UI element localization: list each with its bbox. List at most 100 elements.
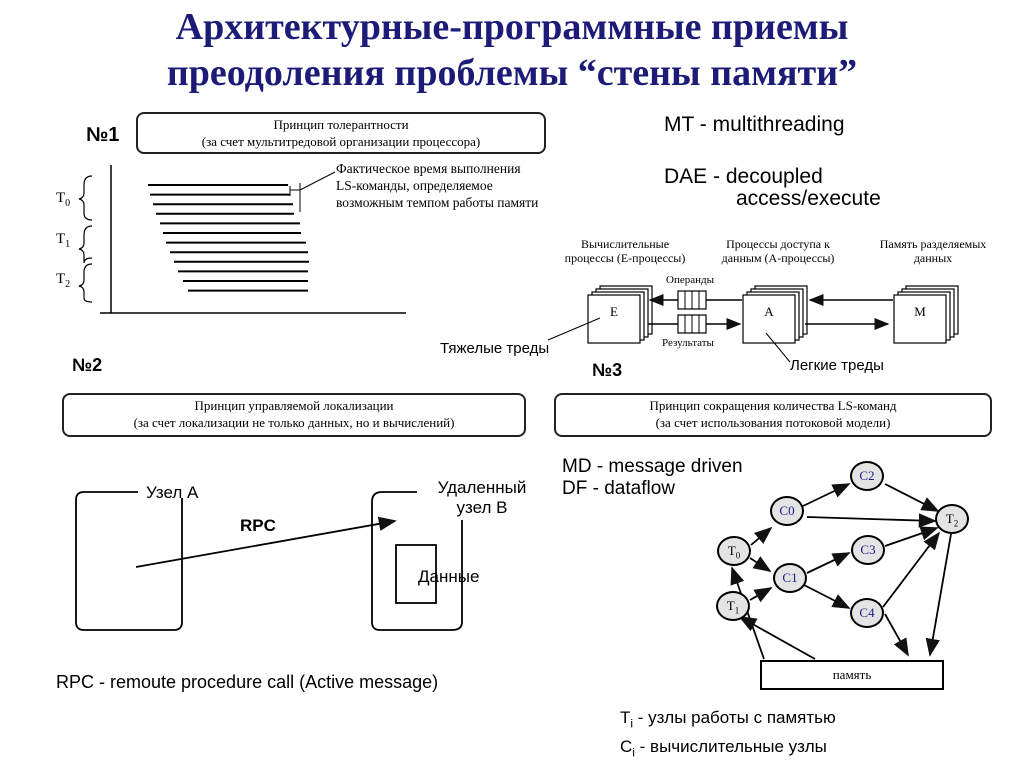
- dae-col-1-header: Вычислительные процессы (Е-процессы): [550, 237, 700, 265]
- box-m-label: M: [914, 304, 926, 319]
- legend-t-text: - узлы работы с памятью: [633, 708, 836, 727]
- title-line-1: Архитектурные-программные приемы: [175, 6, 849, 48]
- rpc-definition: RPC - remoute procedure call (Active mes…: [56, 672, 439, 692]
- dataflow-node-c0: C0: [770, 496, 804, 526]
- principle-1-line-2: (за счет мультитредовой организации проц…: [201, 134, 481, 149]
- mt-definition: MT - multithreading: [664, 113, 845, 136]
- dae-col-2-header: Процессы доступа к данным (А-процессы): [703, 237, 853, 265]
- timing-annotation-line-2: LS-команды, определяемое: [336, 178, 493, 193]
- dataflow-node-t2-label: T: [945, 511, 954, 526]
- section-2-number: №2: [72, 355, 103, 375]
- data-frame: [395, 544, 437, 604]
- light-threads-label: Легкие треды: [790, 357, 884, 374]
- legend-c-text: - вычислительные узлы: [634, 737, 827, 757]
- legend-c-sub: i: [632, 745, 635, 760]
- title-line-2: преодоления проблемы “стены памяти”: [166, 52, 858, 94]
- legend-c-letter: C: [620, 737, 633, 757]
- dataflow-node-c3-label: C3: [860, 542, 876, 557]
- thread-timing-chart: [78, 165, 406, 314]
- principle-3-line-2: (за счет использования потоковой модели): [655, 415, 891, 430]
- t0-letter: T: [56, 190, 66, 206]
- legend-c: Ci - вычислительные узлы: [620, 735, 836, 764]
- dataflow-graph-edges: [730, 483, 952, 660]
- timing-annotation: Фактическое время выполнения LS-команды,…: [336, 160, 538, 211]
- principle-1-line-1: Принцип толерантности: [273, 117, 409, 132]
- memory-label: память: [832, 667, 872, 682]
- brace-t1: [78, 225, 93, 264]
- timing-annotation-line-3: возможным темпом работы памяти: [336, 195, 539, 210]
- dataflow-node-c3: C3: [851, 535, 885, 565]
- dataflow-node-c4: C4: [850, 598, 884, 628]
- box-e-label: E: [610, 304, 618, 319]
- md-df-definitions: MD - message driven DF - dataflow: [562, 456, 743, 500]
- remote-node-label: Удаленный узел B: [422, 478, 542, 518]
- rpc-arrow: [135, 516, 397, 568]
- md-definition: MD - message driven: [562, 456, 743, 477]
- dae-diagram: [547, 285, 959, 363]
- dataflow-node-c2: C2: [850, 461, 884, 491]
- dataflow-node-t0-sub: 0: [735, 550, 741, 561]
- section-1-number: №1: [86, 124, 120, 146]
- dataflow-node-t2-sub: 2: [953, 518, 959, 529]
- legend-t: Ti - узлы работы с памятью: [620, 706, 836, 735]
- node-a-label: Узел A: [146, 483, 199, 502]
- dae-col-3-header: Память разделяемых данных: [858, 237, 1008, 265]
- dae-col-1-line-1: Вычислительные: [580, 237, 670, 251]
- legend-t-letter: T: [620, 708, 631, 727]
- principle-3-box: Принцип сокращения количества LS-команд …: [554, 393, 992, 437]
- dataflow-node-t2: T2: [935, 504, 969, 534]
- t1-letter: T: [56, 231, 66, 247]
- dataflow-node-c2-label: C2: [859, 468, 875, 483]
- brace-t0: [78, 175, 93, 221]
- node-b-frame: [371, 491, 463, 631]
- box-a-label: A: [764, 304, 774, 319]
- t2-label: T2: [56, 271, 70, 290]
- dae-definition: DAE - decoupled access/execute: [664, 166, 881, 210]
- dae-col-3-line-2: данных: [913, 251, 953, 265]
- section-3-number: №3: [592, 360, 623, 380]
- remote-node-line-2: узел B: [456, 498, 508, 517]
- node-a-frame: [75, 491, 183, 631]
- legend-t-sub: i: [630, 716, 634, 731]
- brace-t2: [78, 263, 93, 303]
- principle-3-line-1: Принцип сокращения количества LS-команд: [649, 398, 897, 413]
- t1-sub: 1: [65, 239, 71, 250]
- dataflow-node-c0-label: C0: [779, 503, 795, 518]
- remote-node-line-1: Удаленный: [437, 478, 527, 497]
- dataflow-legend: Ti - узлы работы с памятью Ci - вычислит…: [620, 706, 836, 765]
- t2-sub: 2: [65, 279, 71, 290]
- t0-sub: 0: [65, 198, 71, 209]
- t0-label: T0: [56, 190, 70, 209]
- principle-1-box: Принцип толерантности (за счет мультитре…: [136, 112, 546, 154]
- dataflow-node-c1-label: C1: [782, 570, 798, 585]
- dae-line-1: DAE - decoupled: [664, 165, 823, 188]
- dataflow-node-c4-label: C4: [859, 605, 875, 620]
- dataflow-node-t1-sub: 1: [734, 605, 740, 616]
- t2-letter: T: [56, 271, 66, 287]
- dataflow-node-t1-label: T: [726, 598, 735, 613]
- rpc-diagram: [75, 491, 463, 631]
- dae-col-3-line-1: Память разделяемых: [879, 237, 987, 251]
- dataflow-node-c1: C1: [773, 563, 807, 593]
- dataflow-node-t1: T1: [716, 591, 750, 621]
- results-label: Результаты: [662, 337, 714, 349]
- dae-col-2-line-1: Процессы доступа к: [726, 237, 830, 251]
- data-label: Данные: [418, 567, 480, 586]
- heavy-threads-label: Тяжелые треды: [440, 340, 550, 357]
- timing-annotation-line-1: Фактическое время выполнения: [336, 161, 521, 176]
- dae-col-2-line-2: данным (А-процессы): [721, 251, 835, 265]
- dae-col-1-line-2: процессы (Е-процессы): [564, 251, 686, 265]
- principle-2-line-2: (за счет локализации не только данных, н…: [133, 415, 455, 430]
- dataflow-node-t0: T0: [717, 536, 751, 566]
- page-title: Архитектурные-программные приемы преодол…: [0, 4, 1024, 96]
- dataflow-node-t0-label: T: [727, 543, 736, 558]
- dae-line-2: access/execute: [736, 187, 881, 210]
- principle-2-line-1: Принцип управляемой локализации: [194, 398, 394, 413]
- principle-2-box: Принцип управляемой локализации (за счет…: [62, 393, 526, 437]
- operands-label: Операнды: [666, 274, 714, 286]
- rpc-label: RPC: [240, 516, 276, 535]
- memory-box: память: [760, 660, 944, 690]
- df-definition: DF - dataflow: [562, 478, 675, 499]
- t1-label: T1: [56, 231, 70, 250]
